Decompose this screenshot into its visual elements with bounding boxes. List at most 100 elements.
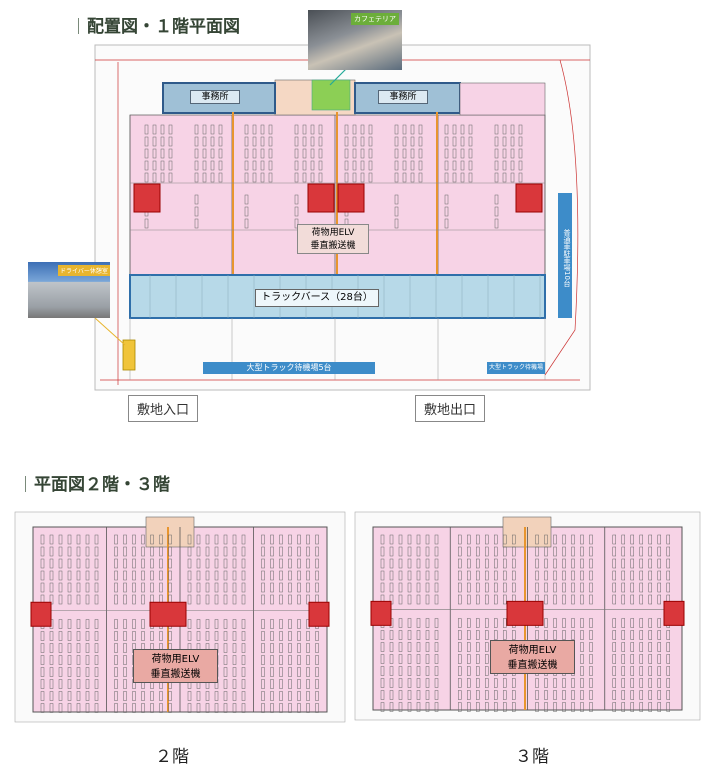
rack [67, 582, 72, 593]
rack [476, 654, 480, 664]
rack [502, 160, 507, 171]
rack [589, 534, 593, 545]
rack [407, 558, 412, 569]
rack [241, 534, 246, 545]
rack [94, 679, 99, 689]
rack [152, 160, 157, 171]
rack [444, 124, 449, 135]
office-label-1: 事務所 [190, 90, 240, 104]
rack [485, 630, 489, 640]
rack [476, 534, 480, 545]
rack [232, 643, 237, 653]
rack [407, 678, 412, 688]
rack [297, 655, 301, 665]
rack [196, 631, 201, 641]
rack [666, 558, 670, 569]
driver-room-photo: ドライバー休憩室 [28, 262, 110, 318]
rack [94, 594, 99, 605]
rack [518, 136, 523, 147]
rack [218, 172, 223, 183]
rack [571, 690, 575, 700]
rack [270, 594, 274, 605]
rack [553, 594, 557, 605]
rack [360, 160, 365, 171]
rack [306, 679, 310, 689]
rack [416, 702, 421, 712]
rack [168, 160, 173, 171]
rack [580, 702, 584, 712]
rack [416, 582, 421, 593]
rack [416, 654, 421, 664]
rack [657, 582, 661, 593]
rack [657, 558, 661, 569]
rack [458, 630, 462, 640]
rack [152, 148, 157, 159]
rack [639, 678, 643, 688]
rack [398, 654, 403, 664]
rack [150, 546, 154, 557]
rack [232, 558, 237, 569]
rack [288, 582, 292, 593]
rack [76, 558, 81, 569]
rack [244, 172, 249, 183]
rack [223, 582, 228, 593]
rack [40, 534, 45, 545]
rack [467, 678, 471, 688]
rack [418, 136, 423, 147]
rack [232, 619, 237, 629]
rack [666, 570, 670, 581]
rack [571, 618, 575, 628]
rack [159, 703, 163, 713]
rack [315, 546, 319, 557]
rack [315, 679, 319, 689]
stair-core [307, 183, 335, 213]
rack [580, 546, 584, 557]
rack [544, 534, 548, 545]
rack [468, 136, 473, 147]
rack [196, 594, 201, 605]
rack [76, 546, 81, 557]
rack [294, 160, 299, 171]
rack [621, 702, 625, 712]
rack [58, 594, 63, 605]
rack [152, 124, 157, 135]
rack [288, 570, 292, 581]
rack [434, 570, 439, 581]
rack [648, 582, 652, 593]
rack [425, 702, 430, 712]
rack [168, 570, 172, 581]
rack [85, 546, 90, 557]
rack [187, 691, 192, 701]
rack [657, 546, 661, 557]
rack [612, 690, 616, 700]
rack [612, 534, 616, 545]
rack [302, 160, 307, 171]
rack [288, 546, 292, 557]
rack [580, 558, 584, 569]
rack [580, 654, 584, 664]
rack [315, 667, 319, 677]
rack [187, 631, 192, 641]
site-entrance-label: 敷地入口 [128, 395, 199, 422]
rack [49, 546, 54, 557]
rack [297, 703, 301, 713]
rack [460, 124, 465, 135]
rack [261, 546, 265, 557]
rack [476, 642, 480, 652]
rack [418, 124, 423, 135]
rack [159, 582, 163, 593]
rack [288, 594, 292, 605]
rack [621, 642, 625, 652]
rack [218, 136, 223, 147]
rack [141, 558, 145, 569]
rack [49, 691, 54, 701]
rack [58, 703, 63, 713]
rack [389, 666, 394, 676]
rack [416, 594, 421, 605]
rack [344, 136, 349, 147]
rack [252, 172, 257, 183]
rack [494, 570, 498, 581]
rack [589, 582, 593, 593]
rack [639, 642, 643, 652]
rack [210, 160, 215, 171]
